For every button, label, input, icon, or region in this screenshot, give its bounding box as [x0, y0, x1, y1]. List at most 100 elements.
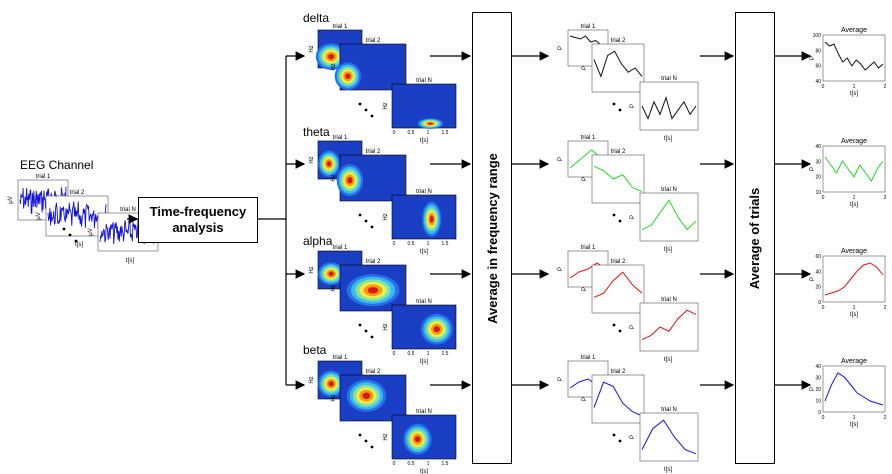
tf-theta-dot-2 — [364, 219, 368, 223]
freqavg-delta-trial-label-1: trial 2 — [611, 38, 626, 44]
tf-beta-time-tick-0: 0 — [393, 461, 396, 467]
time-frequency-analysis-box: Time-frequency analysis — [138, 197, 258, 243]
tf-beta-trial-label-0: trial 1 — [333, 355, 348, 361]
tf-alpha-trial-label-0: trial 1 — [333, 245, 348, 251]
average-frequency-range-box: Average in frequency range — [472, 12, 512, 464]
freqavg-theta-curve-1 — [593, 165, 643, 193]
tf-delta-hz-label-1: Hz — [331, 63, 337, 70]
tf-delta-hz-label-2: Hz — [383, 102, 389, 109]
tf-alpha-dot-1 — [358, 323, 362, 327]
tf-alpha-trial-1-blob-0-5 — [367, 287, 379, 294]
freqavg-beta-panel-2 — [639, 412, 699, 462]
tf-delta-trial-label-0: trial 1 — [333, 24, 348, 30]
tf-theta-hz-label-1: Hz — [331, 174, 337, 181]
freqavg-alpha-trial-label-0: trial 1 — [581, 245, 596, 251]
tf-beta-time-tick-1: 0.5 — [408, 461, 415, 467]
tf-delta-trial-label-2: trial N — [416, 78, 432, 84]
average-alpha-p-tick-0: 0 — [818, 300, 821, 306]
average-delta-curve — [824, 41, 884, 71]
tf-beta-time-tick-3: 1.5 — [442, 461, 449, 467]
tf-theta-trial-2-blob-0-5 — [429, 215, 434, 223]
tf-alpha-dot-2 — [364, 329, 368, 333]
tf-alpha-time-label: t[s] — [420, 359, 428, 365]
average-theta-panel — [822, 145, 886, 193]
freqavg-theta-trial-label-2: trial N — [661, 187, 677, 193]
average-beta-p-tick-4: 40 — [815, 364, 821, 370]
average-beta-p-tick-1: 10 — [815, 399, 821, 405]
freqavg-delta-dot-2 — [618, 108, 622, 112]
freqavg-theta-p-label-0: P — [558, 157, 564, 161]
tf-delta-dot-2 — [364, 108, 368, 112]
tf-label-line1: Time-frequency — [149, 204, 247, 219]
average-beta-time-tick-2: 2 — [884, 415, 887, 421]
average-of-trials-box: Average of trials — [735, 12, 775, 464]
tf-alpha-trial-2-blob-0-5 — [433, 326, 440, 333]
tf-theta-time-tick-1: 0.5 — [408, 241, 415, 247]
tf-theta-time-label: t[s] — [420, 249, 428, 255]
eeg-dot-3 — [74, 239, 78, 243]
freqavg-delta-time-label: t[s] — [664, 136, 672, 142]
freqavg-theta-time-label: t[s] — [664, 247, 672, 253]
average-beta-p-tick-3: 30 — [815, 376, 821, 382]
average-delta-p-tick-2: 80 — [815, 48, 821, 54]
average-delta-time-tick-2: 2 — [884, 84, 887, 90]
tf-alpha-time-tick-2: 1 — [427, 351, 430, 357]
freqavg-delta-panel-1 — [591, 43, 645, 93]
tf-theta-trial-1-blob-0-5 — [347, 177, 353, 184]
eeg-dot-2 — [68, 233, 72, 237]
average-alpha-time-tick-2: 2 — [884, 305, 887, 311]
average-alpha-time-tick-0: 0 — [822, 305, 825, 311]
tf-theta-dot-1 — [358, 213, 362, 217]
tf-delta-trial-1 — [334, 43, 407, 91]
tf-theta-time-tick-0: 0 — [393, 241, 396, 247]
tf-delta-time-tick-2: 1 — [427, 130, 430, 136]
tf-theta-trial-label-1: trial 2 — [366, 149, 381, 155]
tf-beta-trial-label-1: trial 2 — [366, 369, 381, 375]
freqavg-delta-panel-2 — [639, 81, 699, 131]
average-delta-title: Average — [841, 27, 867, 34]
eeg-trial-label-2: trial N — [120, 207, 136, 213]
freqavg-beta-p-label-1: P — [582, 397, 588, 401]
average-theta-time-tick-1: 1 — [853, 195, 856, 201]
average-theta-title: Average — [841, 138, 867, 145]
tf-alpha-hz-label-1: Hz — [331, 284, 337, 291]
eeg-unit-label-1: μV — [36, 212, 42, 219]
tf-theta-dot-3 — [370, 225, 374, 229]
average-delta-p-tick-1: 60 — [815, 64, 821, 70]
tf-delta-time-label: t[s] — [420, 138, 428, 144]
tf-beta-time-label: t[s] — [420, 469, 428, 474]
tf-alpha-time-tick-0: 0 — [393, 351, 396, 357]
freqavg-beta-curve-2 — [641, 419, 697, 455]
tf-beta-trial-1-blob-0-5 — [362, 392, 371, 399]
average-beta-curve — [824, 372, 884, 406]
freqavg-delta-curve-2 — [641, 95, 697, 120]
average-beta-time-tick-0: 0 — [822, 415, 825, 421]
tf-beta-time-tick-2: 1 — [427, 461, 430, 467]
average-theta-curve — [824, 156, 884, 182]
freqavg-theta-panel-1 — [591, 154, 645, 204]
freqavg-beta-dot-2 — [618, 439, 622, 443]
tf-alpha-trial-2 — [391, 304, 457, 350]
freqavg-beta-time-label: t[s] — [664, 467, 672, 473]
freqavg-delta-dot-1 — [612, 102, 616, 106]
freqavg-theta-dot-1 — [612, 213, 616, 217]
freqavg-delta-curve-1 — [593, 50, 643, 78]
freqavg-beta-trial-label-2: trial N — [661, 407, 677, 413]
eeg-unit-label-0: μV — [8, 196, 14, 203]
freqavg-delta-p-label-1: P — [582, 66, 588, 70]
average-alpha-p-label: P — [810, 277, 816, 281]
freqavg-alpha-p-label-2: P — [630, 325, 636, 329]
tf-beta-hz-label-1: Hz — [331, 394, 337, 401]
eeg-xlabel-2: t[s] — [75, 242, 83, 248]
band-label-beta: beta — [303, 343, 327, 357]
average-frequency-range-label: Average in frequency range — [484, 152, 500, 324]
freqavg-alpha-curve-2 — [641, 309, 697, 341]
average-theta-time-tick-0: 0 — [822, 195, 825, 201]
